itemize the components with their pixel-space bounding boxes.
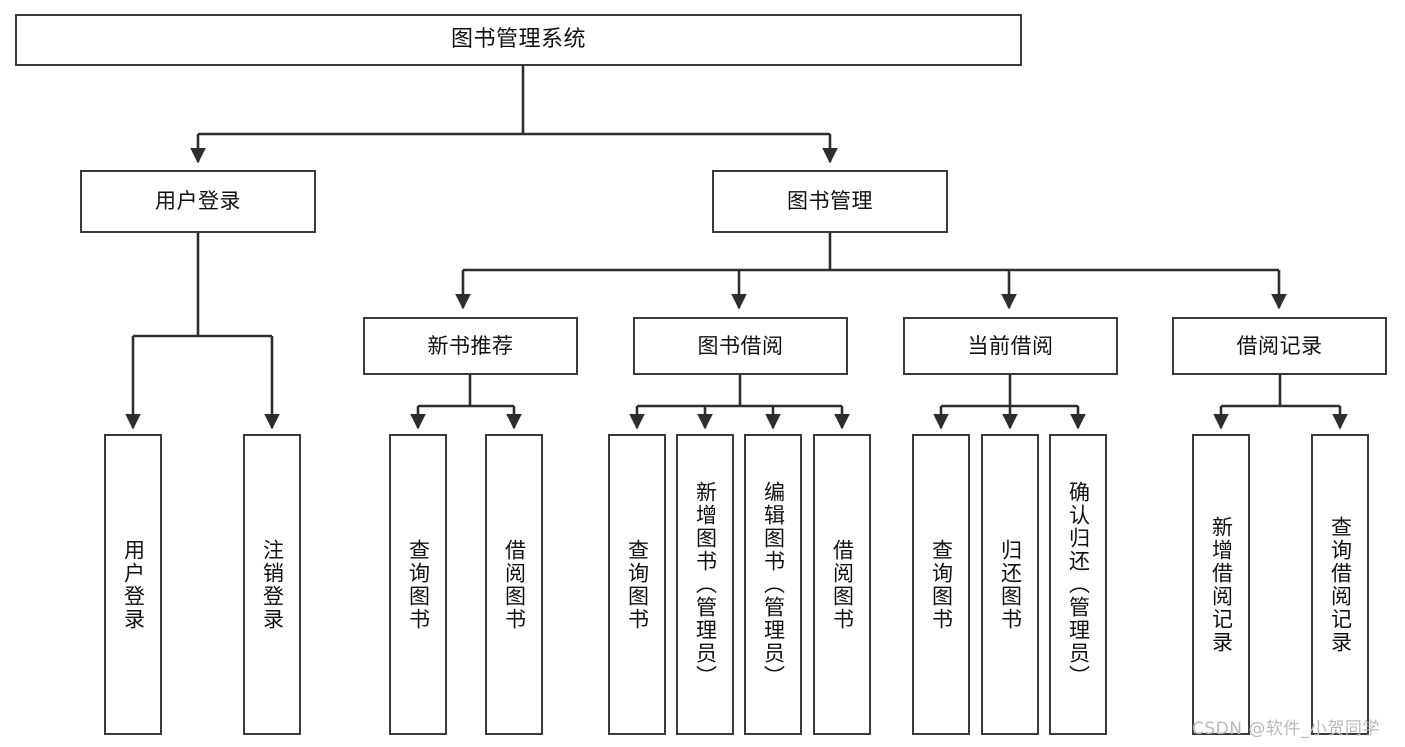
node-new-book-recommend-label: 新书推荐 (427, 333, 514, 358)
node-leaf-confirm-return-label: 确认归还（管理员） (1066, 481, 1091, 688)
node-leaf-edit-book-label: 编辑图书（管理员） (761, 481, 786, 688)
node-leaf-add-book[interactable]: 新增图书（管理员） (676, 434, 734, 735)
node-leaf-query-book-1-label: 查询图书 (406, 538, 431, 631)
node-book-manage-label: 图书管理 (787, 189, 873, 214)
node-borrow-record[interactable]: 借阅记录 (1172, 317, 1387, 375)
node-book-borrow-label: 图书借阅 (697, 333, 784, 358)
node-book-manage[interactable]: 图书管理 (712, 170, 948, 233)
node-user-login-label: 用户登录 (155, 189, 241, 214)
node-book-borrow[interactable]: 图书借阅 (633, 317, 848, 375)
node-leaf-query-book-3[interactable]: 查询图书 (912, 434, 970, 735)
watermark: CSDN @软件_小贺同学 (1192, 719, 1380, 739)
node-leaf-query-book-2-label: 查询图书 (625, 538, 650, 631)
node-leaf-borrow-book-1-label: 借阅图书 (502, 538, 527, 631)
node-leaf-add-record[interactable]: 新增借阅记录 (1192, 434, 1250, 735)
node-leaf-borrow-book-2[interactable]: 借阅图书 (813, 434, 871, 735)
node-borrow-record-label: 借阅记录 (1236, 333, 1323, 358)
node-leaf-query-record[interactable]: 查询借阅记录 (1311, 434, 1369, 735)
node-leaf-query-record-label: 查询借阅记录 (1328, 515, 1353, 654)
node-leaf-confirm-return[interactable]: 确认归还（管理员） (1049, 434, 1107, 735)
node-leaf-user-logout[interactable]: 注销登录 (243, 434, 301, 735)
node-leaf-query-book-2[interactable]: 查询图书 (608, 434, 666, 735)
node-leaf-user-login[interactable]: 用户登录 (104, 434, 162, 735)
node-current-borrow[interactable]: 当前借阅 (903, 317, 1118, 375)
node-leaf-edit-book[interactable]: 编辑图书（管理员） (744, 434, 802, 735)
node-leaf-borrow-book-1[interactable]: 借阅图书 (485, 434, 543, 735)
node-leaf-return-book-label: 归还图书 (998, 538, 1023, 631)
node-user-login[interactable]: 用户登录 (80, 170, 316, 233)
node-leaf-borrow-book-2-label: 借阅图书 (830, 538, 855, 631)
node-leaf-add-book-label: 新增图书（管理员） (693, 481, 718, 688)
node-root[interactable]: 图书管理系统 (15, 14, 1022, 66)
node-leaf-add-record-label: 新增借阅记录 (1209, 515, 1234, 654)
node-leaf-return-book[interactable]: 归还图书 (981, 434, 1039, 735)
node-new-book-recommend[interactable]: 新书推荐 (363, 317, 578, 375)
node-root-label: 图书管理系统 (450, 27, 586, 53)
node-leaf-user-login-label: 用户登录 (121, 538, 146, 631)
node-current-borrow-label: 当前借阅 (967, 333, 1054, 358)
node-leaf-query-book-1[interactable]: 查询图书 (389, 434, 447, 735)
node-leaf-user-logout-label: 注销登录 (260, 538, 285, 631)
node-leaf-query-book-3-label: 查询图书 (929, 538, 954, 631)
